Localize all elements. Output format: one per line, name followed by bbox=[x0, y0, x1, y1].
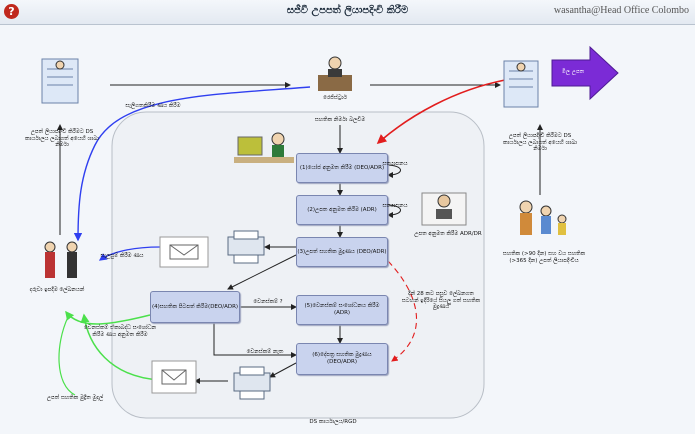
notify-label-2: සත්‍යාපනය bbox=[382, 203, 408, 209]
doc-figure-right bbox=[503, 60, 539, 108]
step-2-box[interactable]: (2)උපත අනුමත කිරීම (ADR) bbox=[296, 195, 388, 225]
right-doc-label: උපත් ලියාපදිංචි කිරීමට DS කාර්යාලය ලබාගත… bbox=[503, 133, 577, 152]
step-4-label: (4)සහතික පිටපත් කිරීම(DEO/ADR) bbox=[151, 303, 239, 310]
family-label: සහතික (>90 දින) සහ වය සහතික (>365 දින) උ… bbox=[502, 251, 586, 264]
step-1-box[interactable]: (1)යෝජ අනුමත කිරීම (DEO/ADR) bbox=[296, 153, 388, 183]
step-5-label: (5)වෙනස්කම් සංශෝධනය කිරීම (ADR) bbox=[304, 303, 380, 316]
diagram-canvas: (1)යෝජ අනුමත කිරීම (DEO/ADR) (2)උපත අනුම… bbox=[0, 25, 695, 434]
send-copy-label: සැලසුම් කිරීම ණය bbox=[100, 253, 144, 259]
registrar-label: රෙජිස්ට්‍රාර් bbox=[323, 95, 347, 101]
step-6-box[interactable]: (6)දේපත්‍ර සහතික මුද්‍රණය (DEO/ADR) bbox=[296, 343, 388, 375]
user-location: wasantha@Head Office Colombo bbox=[553, 5, 689, 16]
envelope-icon-bottom bbox=[151, 360, 197, 394]
computer-user-figure bbox=[234, 132, 294, 163]
envelope-icon-top bbox=[159, 236, 209, 268]
left-doc-label: උපත් ලියාපදිංචි කිරීමට DS කාර්යාලය ලබාගත… bbox=[25, 129, 99, 148]
window-title: සජීවී උපපත් ලියාපදිංචි කිරීම bbox=[286, 5, 409, 16]
step-3-box[interactable]: (3)උපත් සහතික මුද්‍රණය (DEO/ADR) bbox=[296, 237, 388, 267]
printer-icon-top bbox=[227, 230, 265, 264]
registrar-figure bbox=[318, 56, 352, 91]
step-2-label: (2)උපත අනුමත කිරීම (ADR) bbox=[307, 206, 377, 213]
parents-figure bbox=[44, 241, 78, 278]
send-registrar-label: සැලිගතකිරීම ණය කිරීම bbox=[125, 103, 181, 109]
step-5-box[interactable]: (5)වෙනස්කම් සංශෝධනය කිරීම (ADR) bbox=[296, 295, 388, 325]
notify-label: සත්‍යාපනය bbox=[382, 161, 408, 167]
title-bar: ? සජීවී උපපත් ලියාපදිංචි කිරීම wasantha@… bbox=[0, 0, 695, 25]
doc-figure-left bbox=[41, 58, 79, 104]
approver-figure bbox=[421, 192, 467, 226]
step-6-label: (6)දේපත්‍ර සහතික මුද්‍රණය (DEO/ADR) bbox=[312, 352, 372, 365]
step-3-label: (3)උපත් සහතික මුද්‍රණය (DEO/ADR) bbox=[297, 248, 387, 255]
changes-label: වෙනස්කම් ? bbox=[253, 299, 283, 305]
final-label: මිල උපත bbox=[561, 69, 585, 75]
help-icon[interactable]: ? bbox=[4, 4, 19, 19]
no-changes-label: වෙනස්කම් නැත bbox=[246, 349, 284, 355]
step-4-box[interactable]: (4)සහතික පිටපත් කිරීම(DEO/ADR) bbox=[150, 291, 240, 323]
printer-icon-bottom bbox=[233, 366, 271, 400]
final-arrow-shape bbox=[551, 45, 619, 101]
approve-side-label: උපත අනුමත කිරීම ADR/DR bbox=[414, 231, 482, 237]
region-label: DS කාර්යාලය/RGD bbox=[309, 419, 357, 425]
send-post-label-2: උපත් සහතික මුද්‍රිත මුදල් bbox=[46, 395, 104, 401]
step-1-label: (1)යෝජ අනුමත කිරීම (DEO/ADR) bbox=[299, 164, 385, 171]
family-figure bbox=[519, 200, 567, 235]
send-post-label: වෙනස්කම් ඒකාබද්ධ සංශෝධන කිරීම ණය අනුමත ක… bbox=[83, 325, 157, 338]
top-center-label: සහතික නිර්මා බලවීම bbox=[314, 117, 366, 123]
red-note-label: දින් 28 කට පසුව ලේඛනගත සටහන් ඉදිරියේ සිය… bbox=[401, 291, 481, 310]
parents-label: දරුවා ඉපදීම ලේඛනයන් bbox=[29, 287, 85, 293]
